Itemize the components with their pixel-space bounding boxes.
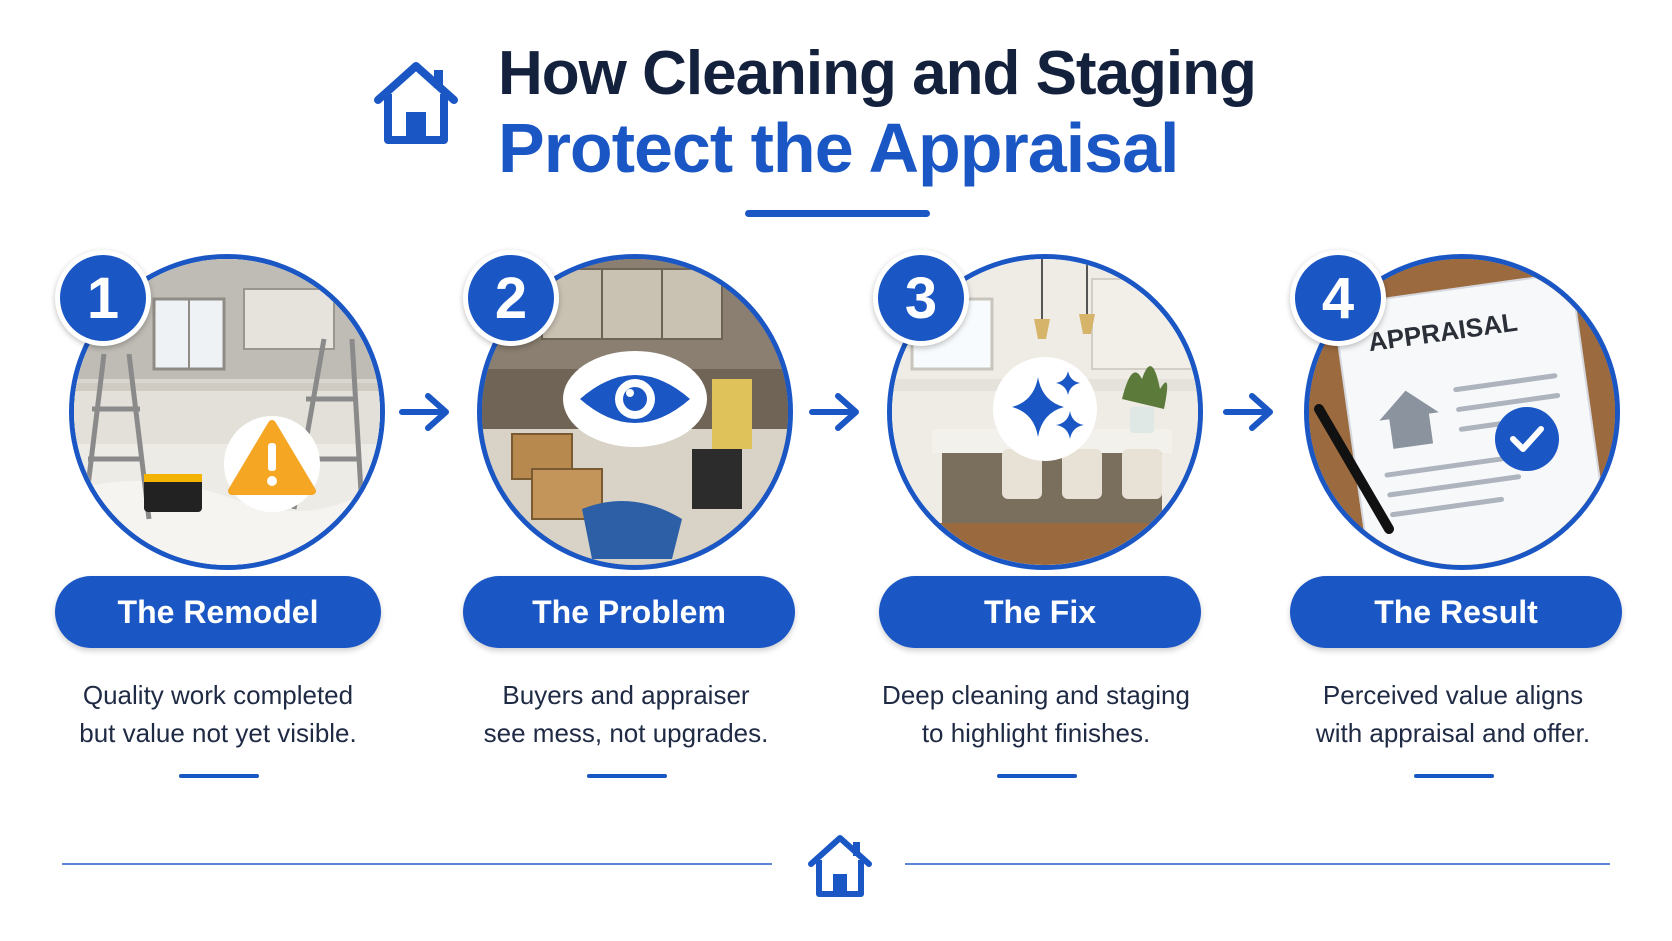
step-4-photo: APPRAISAL xyxy=(1304,254,1620,570)
step-2: 2 The Problem Buyers and appraiser see m… xyxy=(463,250,803,790)
sparkle-icon xyxy=(1012,371,1084,439)
step-2-label: The Problem xyxy=(463,576,795,648)
title-line-1: How Cleaning and Staging xyxy=(498,39,1257,108)
step-1-number: 1 xyxy=(55,250,151,346)
step-1-photo xyxy=(69,254,385,570)
step-2-number: 2 xyxy=(463,250,559,346)
step-3-description: Deep cleaning and staging to highlight f… xyxy=(882,680,1190,748)
title-line-2: Protect the Appraisal xyxy=(498,109,1179,187)
step-2-underline xyxy=(587,774,667,778)
step-3: 3 The Fix Deep cleaning and staging to h… xyxy=(873,250,1213,790)
step-4-description: Perceived value aligns with appraisal an… xyxy=(1315,680,1591,748)
step-1: 1 The Remodel Quality work completed but… xyxy=(55,250,395,790)
footer-divider-right xyxy=(905,863,1610,865)
arrow-right-icon xyxy=(1223,393,1273,431)
step-2-description: Buyers and appraiser see mess, not upgra… xyxy=(483,680,769,748)
step-1-description: Quality work completed but value not yet… xyxy=(79,680,357,748)
step-3-label: The Fix xyxy=(879,576,1201,648)
house-icon xyxy=(808,835,872,897)
step-3-number: 3 xyxy=(873,250,969,346)
step-1-underline xyxy=(179,774,259,778)
step-4-underline xyxy=(1414,774,1494,778)
house-icon xyxy=(374,62,458,144)
house-icon xyxy=(1379,390,1439,449)
title-underline xyxy=(745,210,930,217)
arrow-right-icon xyxy=(809,393,859,431)
step-3-underline xyxy=(997,774,1077,778)
footer-divider-left xyxy=(62,863,772,865)
warning-icon xyxy=(228,420,316,495)
check-icon xyxy=(1510,426,1544,452)
step-4-label: The Result xyxy=(1290,576,1622,648)
eye-icon xyxy=(580,375,690,423)
step-1-label: The Remodel xyxy=(55,576,381,648)
arrow-right-icon xyxy=(399,393,449,431)
step-4: APPRAISAL 4 The Result Perceived value a xyxy=(1290,250,1630,790)
step-4-number: 4 xyxy=(1290,250,1386,346)
check-badge xyxy=(1495,407,1559,471)
